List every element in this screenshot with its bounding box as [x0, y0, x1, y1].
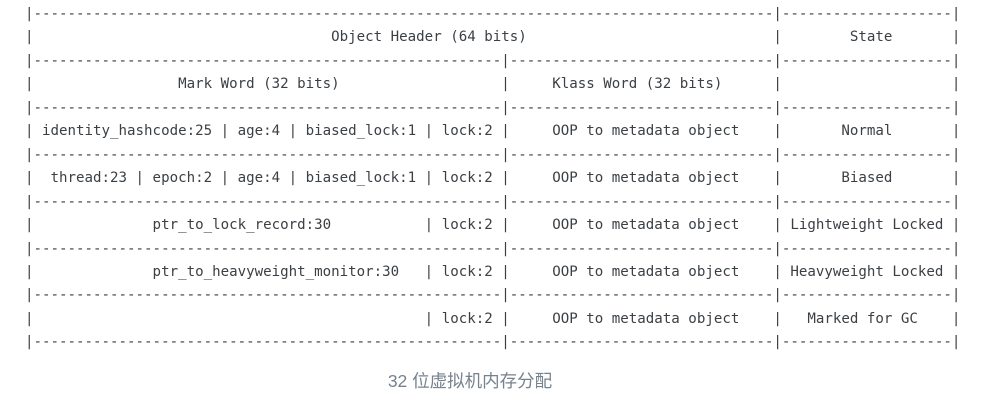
memory-layout-figure: |---------------------------------------… [25, 6, 961, 391]
object-header-ascii-table: |---------------------------------------… [25, 6, 961, 351]
figure-caption: 32 位虚拟机内存分配 [387, 370, 553, 391]
